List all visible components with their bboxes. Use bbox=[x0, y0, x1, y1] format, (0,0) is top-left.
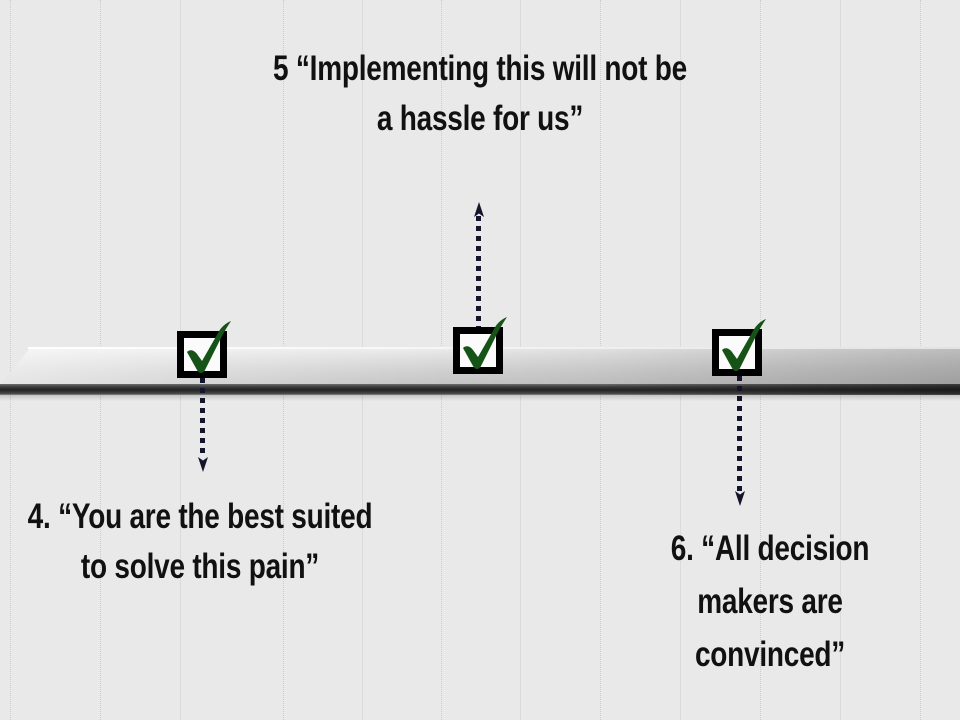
callout-text-item5: 5 “Implementing this will not be a hassl… bbox=[273, 49, 687, 138]
checkbox-middle[interactable] bbox=[453, 317, 507, 374]
checkbox-left[interactable] bbox=[177, 321, 231, 378]
beam-front-face bbox=[0, 384, 960, 395]
arrow-up-middle bbox=[474, 202, 486, 337]
callout-text-item6: 6. “All decision makers are convinced” bbox=[670, 529, 870, 674]
check-mark-icon bbox=[463, 317, 507, 369]
arrowhead-up-icon bbox=[474, 202, 484, 217]
beam-front-shading bbox=[600, 384, 960, 395]
arrow-dotted-line bbox=[476, 216, 481, 337]
arrow-dotted-line bbox=[200, 378, 205, 458]
checkbox-right[interactable] bbox=[712, 319, 766, 376]
beam-drop-shadow bbox=[0, 395, 960, 401]
arrowhead-down-icon bbox=[735, 491, 745, 506]
arrow-down-right bbox=[735, 376, 747, 508]
arrowhead-down-icon bbox=[198, 457, 208, 472]
check-mark-icon bbox=[722, 319, 766, 371]
arrow-down-left bbox=[198, 378, 210, 474]
check-mark-icon bbox=[187, 321, 231, 373]
callout-text-item4: 4. “You are the best suited to solve thi… bbox=[27, 497, 373, 586]
arrow-dotted-line bbox=[737, 376, 742, 492]
